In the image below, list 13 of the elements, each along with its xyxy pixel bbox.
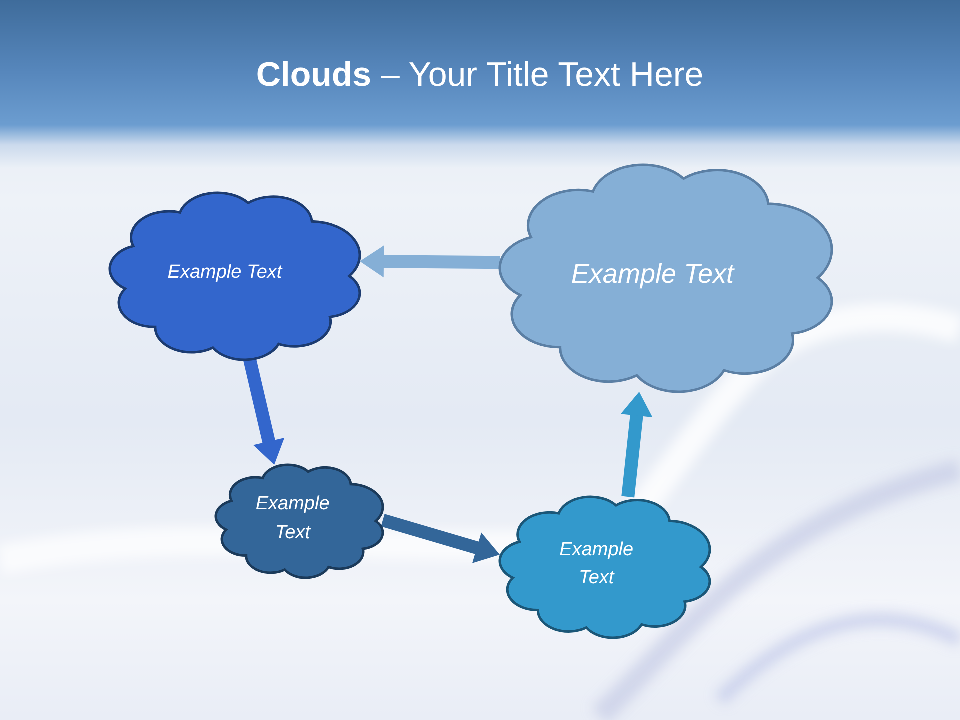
- cloud-shape: [216, 465, 383, 578]
- cloud-text: Example Text: [166, 260, 284, 285]
- cloud-text: Example Text: [570, 258, 736, 291]
- block-arrow: [620, 392, 653, 498]
- cloud-shape: [500, 497, 710, 638]
- slide-title: Clouds – Your Title Text Here: [255, 55, 705, 96]
- block-arrow: [381, 514, 500, 564]
- block-arrow: [244, 358, 285, 466]
- cloud-shape: [500, 165, 832, 392]
- cloud-shape: [110, 193, 360, 360]
- cloud-text: Example Text: [254, 492, 331, 546]
- block-arrow: [360, 246, 500, 278]
- cloud-text: Example Text: [558, 538, 635, 591]
